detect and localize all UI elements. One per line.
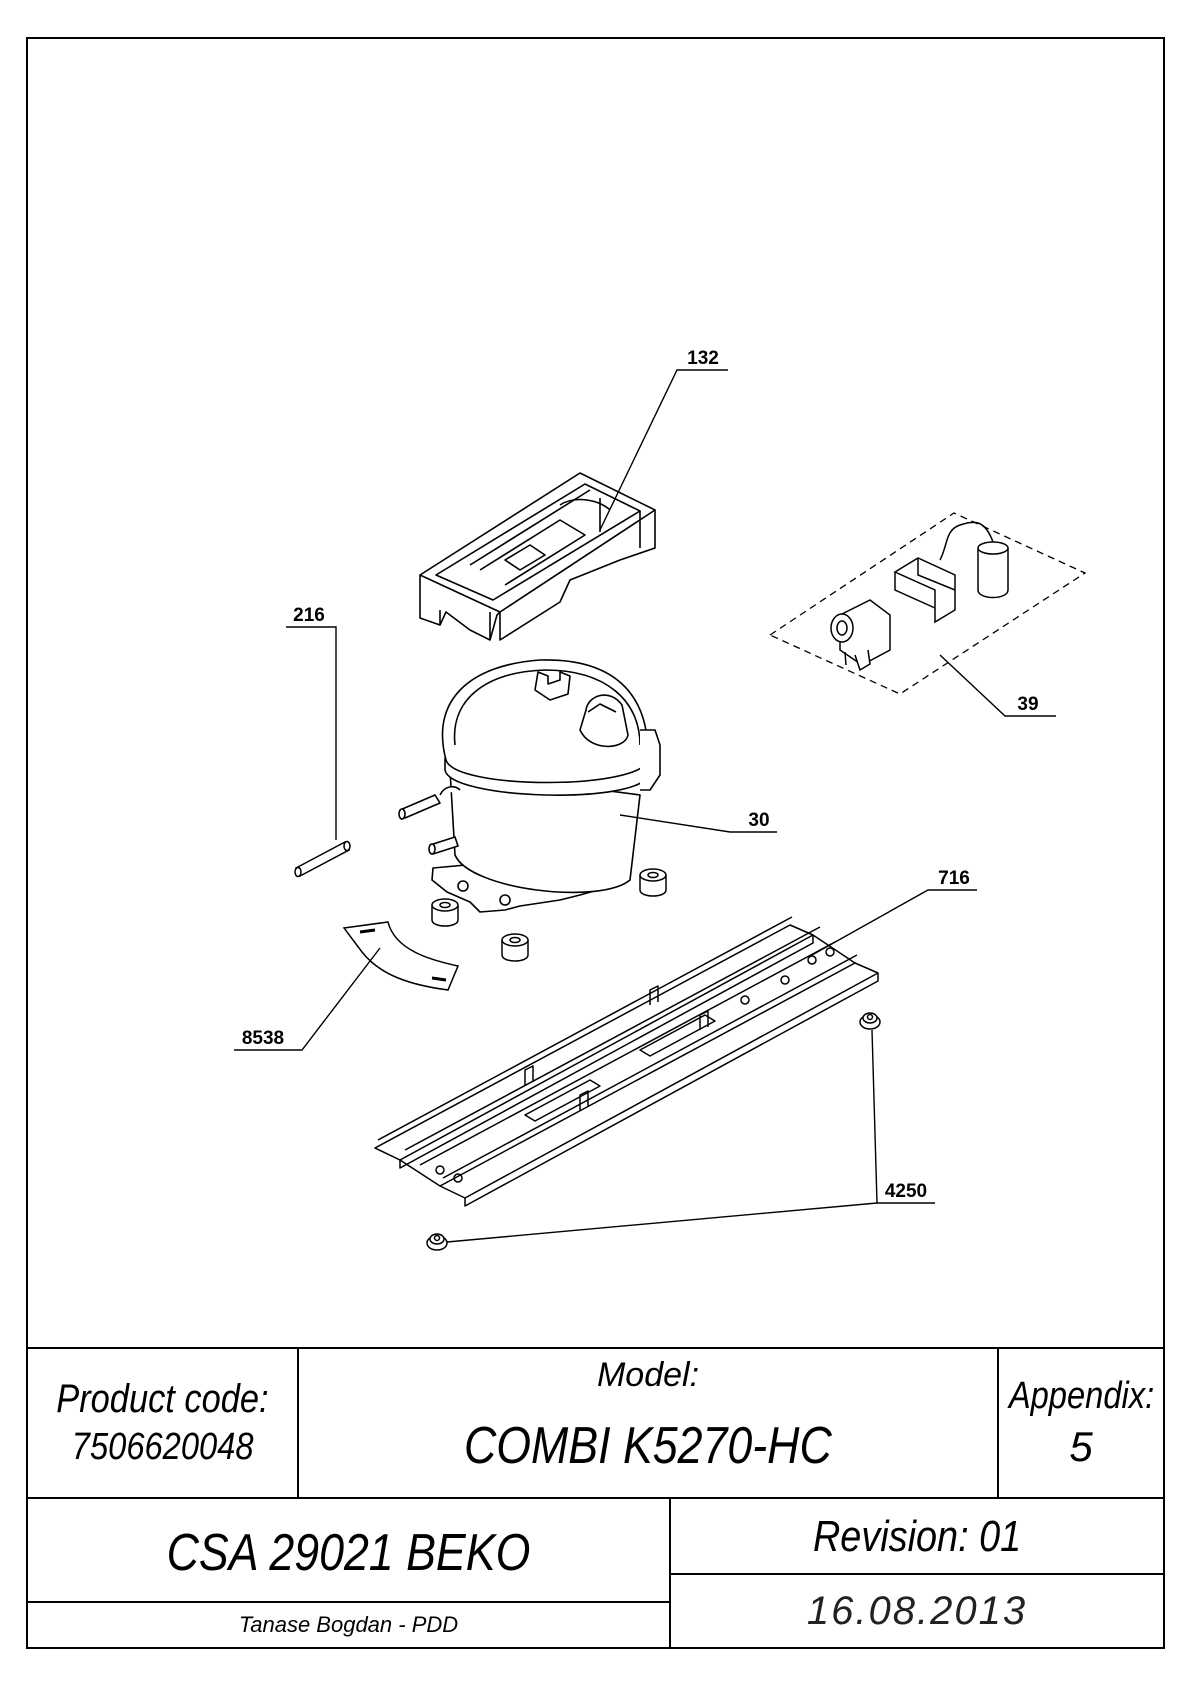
callout-716: 716 [938,868,970,889]
appendix-label: Appendix: [1008,1375,1154,1417]
leader-216 [286,626,337,840]
part-216-pin [294,840,351,878]
csa-code: CSA 29021 BEKO [166,1523,531,1582]
nut-bottom [426,1233,448,1251]
part-8538-clip [342,921,460,991]
leader-30 [619,814,777,833]
appendix-cell: Appendix: 5 [998,1356,1164,1490]
part-30-compressor [398,659,661,913]
callout-4250: 4250 [885,1181,927,1202]
grommet-right [639,868,667,897]
product-code-label: Product code: [56,1377,269,1422]
leader-lines [234,369,1056,1243]
title-block-grid [27,1347,1164,1648]
grommets [431,868,667,962]
leader-4250-b [446,1202,878,1243]
callout-30: 30 [748,810,769,831]
csa-cell: CSA 29021 BEKO [27,1508,670,1598]
part-132-cover-tray [419,472,656,641]
callout-216: 216 [293,605,325,626]
revision-cell: Revision: 01 [670,1498,1164,1574]
author-cell: Tanase Bogdan - PDD [27,1602,670,1648]
product-code-value: 7506620048 [71,1426,254,1469]
model-label: Model: [596,1355,700,1394]
product-code-cell: Product code: 7506620048 [27,1348,298,1498]
grommet-left [431,898,459,927]
callout-8538: 8538 [242,1028,284,1049]
model-value: COMBI K5270-HC [464,1416,832,1475]
appendix-value: 5 [1069,1422,1093,1470]
date: 16.08.2013 [806,1589,1028,1633]
sheet-border [26,37,1165,1649]
revision: Revision: 01 [812,1511,1022,1561]
leader-716 [811,889,977,956]
part-39-electrical-kit [768,512,1087,695]
author: Tanase Bogdan - PDD [238,1612,459,1638]
model-label-cell: Model: [298,1350,998,1400]
leader-132 [599,369,728,531]
callout-39: 39 [1017,694,1038,715]
part-716-rails [374,916,879,1207]
callout-132: 132 [687,348,719,369]
grommet-front [501,933,529,962]
leader-8538 [234,947,381,1051]
date-cell: 16.08.2013 [670,1574,1164,1648]
model-value-cell: COMBI K5270-HC [298,1412,998,1480]
nut-top [859,1012,881,1030]
part-4250-nuts [426,1012,881,1251]
leader-4250-a [871,1029,935,1204]
leader-39 [939,654,1056,717]
